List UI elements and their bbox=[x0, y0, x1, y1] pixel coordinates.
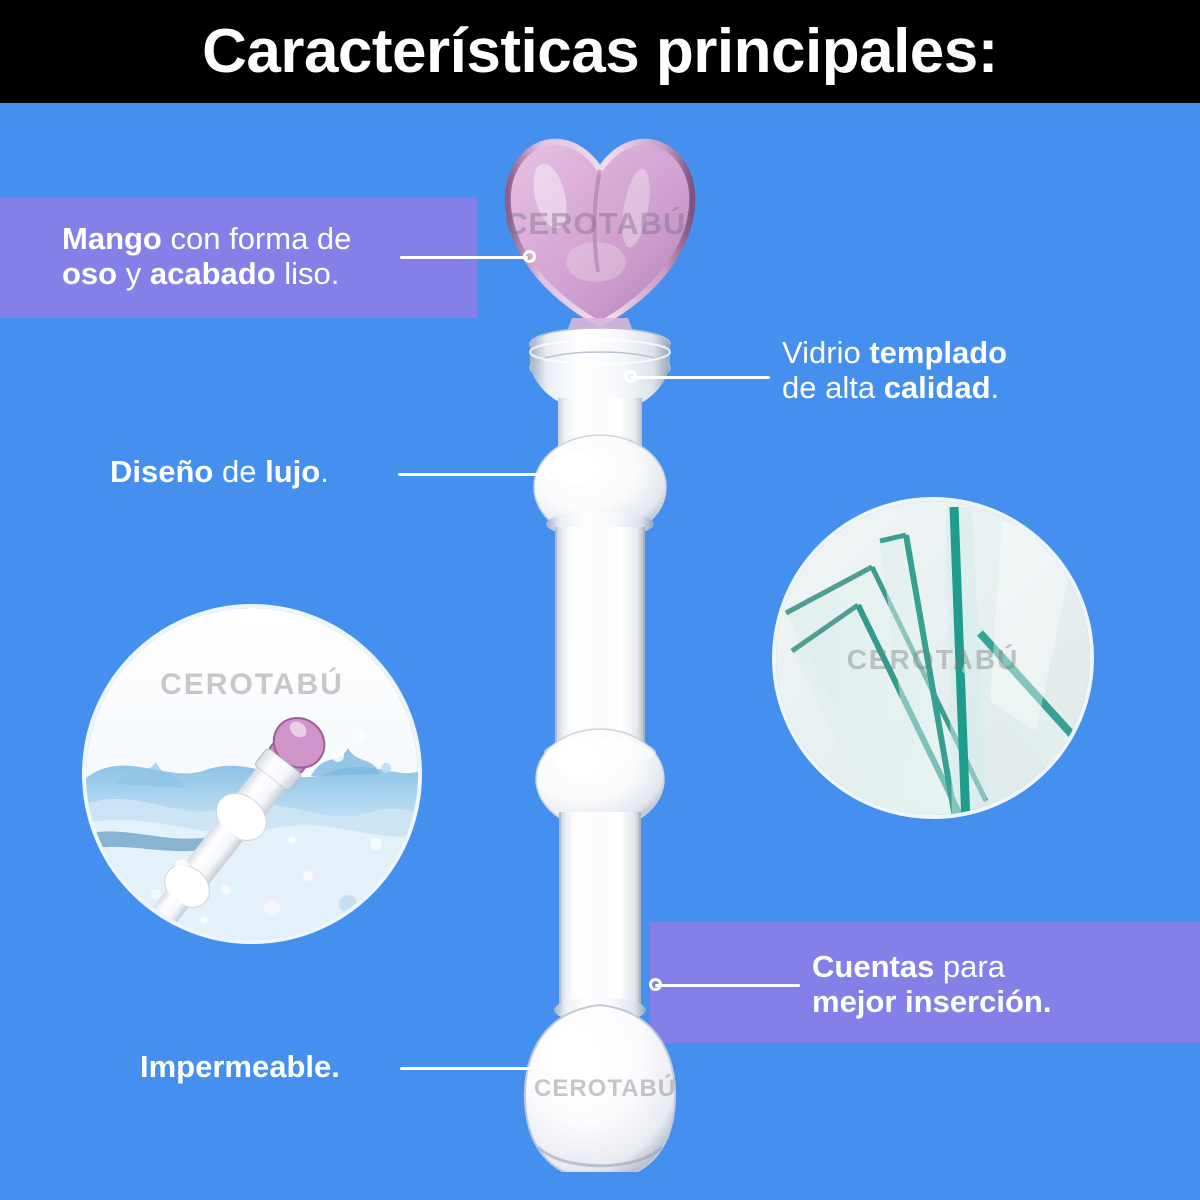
leader-line-cuentas bbox=[655, 984, 800, 987]
callout-cuentas-line2: mejor inserción. bbox=[812, 983, 1052, 1019]
glass-sheets-scene bbox=[776, 501, 1090, 815]
callout-mango: Mango con forma de oso y acabado liso. bbox=[62, 221, 442, 291]
callout-diseno: Diseño de lujo. bbox=[110, 454, 490, 490]
callout-vidrio: Vidrio templado de alta calidad. bbox=[782, 335, 1182, 405]
callout-diseno-line1: Diseño de lujo. bbox=[110, 454, 329, 489]
leader-line-mango bbox=[400, 256, 528, 259]
leader-line-impermeable bbox=[400, 1067, 552, 1070]
inset-waterproof-photo: CEROTABÚ bbox=[82, 604, 422, 944]
accent-band-right bbox=[650, 922, 1200, 1043]
callout-cuentas: Cuentas para mejor inserción. bbox=[812, 949, 1200, 1019]
leader-dot-vidrio bbox=[624, 370, 637, 383]
product-illustration bbox=[504, 138, 696, 1172]
callout-vidrio-line2: de alta calidad. bbox=[782, 369, 1000, 405]
accent-band-left bbox=[0, 197, 477, 318]
callout-impermeable-line1: Impermeable. bbox=[140, 1049, 340, 1084]
leader-dot-mango bbox=[523, 250, 536, 263]
page-title: Características principales: bbox=[202, 16, 998, 86]
callout-mango-line2: oso y acabado liso. bbox=[62, 255, 340, 291]
leader-dot-cuentas bbox=[649, 978, 662, 991]
leader-dot-diseno bbox=[544, 467, 557, 480]
callout-cuentas-line1: Cuentas para bbox=[812, 949, 1005, 984]
leader-dot-impermeable bbox=[546, 1061, 559, 1074]
callout-impermeable: Impermeable. bbox=[140, 1049, 500, 1085]
callout-vidrio-line1: Vidrio templado bbox=[782, 335, 1008, 370]
water-scene bbox=[86, 608, 418, 940]
inset-tempered-glass-photo: CEROTABÚ bbox=[772, 497, 1094, 819]
callout-mango-line1: Mango con forma de bbox=[62, 221, 352, 256]
leader-line-vidrio bbox=[630, 376, 770, 379]
leader-line-diseno bbox=[398, 473, 550, 476]
header-bar: Características principales: bbox=[0, 0, 1200, 103]
